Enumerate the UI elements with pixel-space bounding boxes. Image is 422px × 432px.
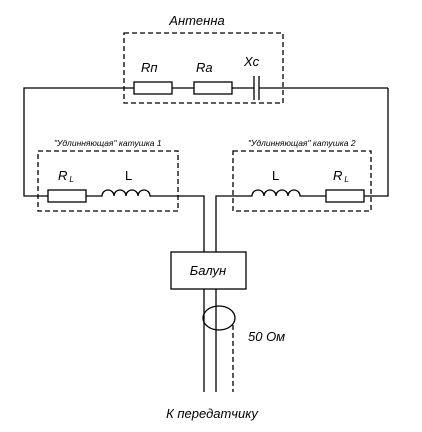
- coil2-resistor: [325, 189, 365, 203]
- coil2-caption: "Удлинняющая" катушка 2: [248, 138, 356, 148]
- antenna-block: Антенна Rп Ra Xc: [123, 13, 388, 104]
- transmitter-label: К передатчику: [166, 406, 259, 421]
- coil1-caption: "Удлинняющая" катушка 1: [54, 138, 162, 148]
- rp-label: Rп: [141, 60, 158, 75]
- impedance-label: 50 Ом: [248, 329, 285, 344]
- balun-label: Балун: [190, 263, 226, 278]
- balun-box: [170, 251, 247, 290]
- xc-label: Xc: [243, 54, 260, 69]
- coil1-inductor: [86, 189, 205, 252]
- ra-resistor: [193, 81, 233, 95]
- feedline: 50 Ом: [202, 289, 285, 392]
- coil1-l-label: L: [125, 168, 132, 183]
- ferrite-ring: [202, 305, 236, 331]
- coil2-dashed-box: [232, 150, 372, 212]
- antenna-title: Антенна: [168, 13, 224, 28]
- xc-capacitor: [232, 76, 388, 100]
- rp-resistor: [133, 81, 173, 95]
- outer-wiring: [23, 87, 389, 197]
- coil2-inductor: [215, 189, 326, 252]
- balun-block: Балун: [170, 251, 247, 290]
- ra-label: Ra: [196, 60, 213, 75]
- coil1-dashed-box: [37, 150, 179, 212]
- antenna-dashed-box: [123, 32, 284, 104]
- coil2-l-label: L: [272, 168, 279, 183]
- coil1-resistor: [47, 189, 87, 203]
